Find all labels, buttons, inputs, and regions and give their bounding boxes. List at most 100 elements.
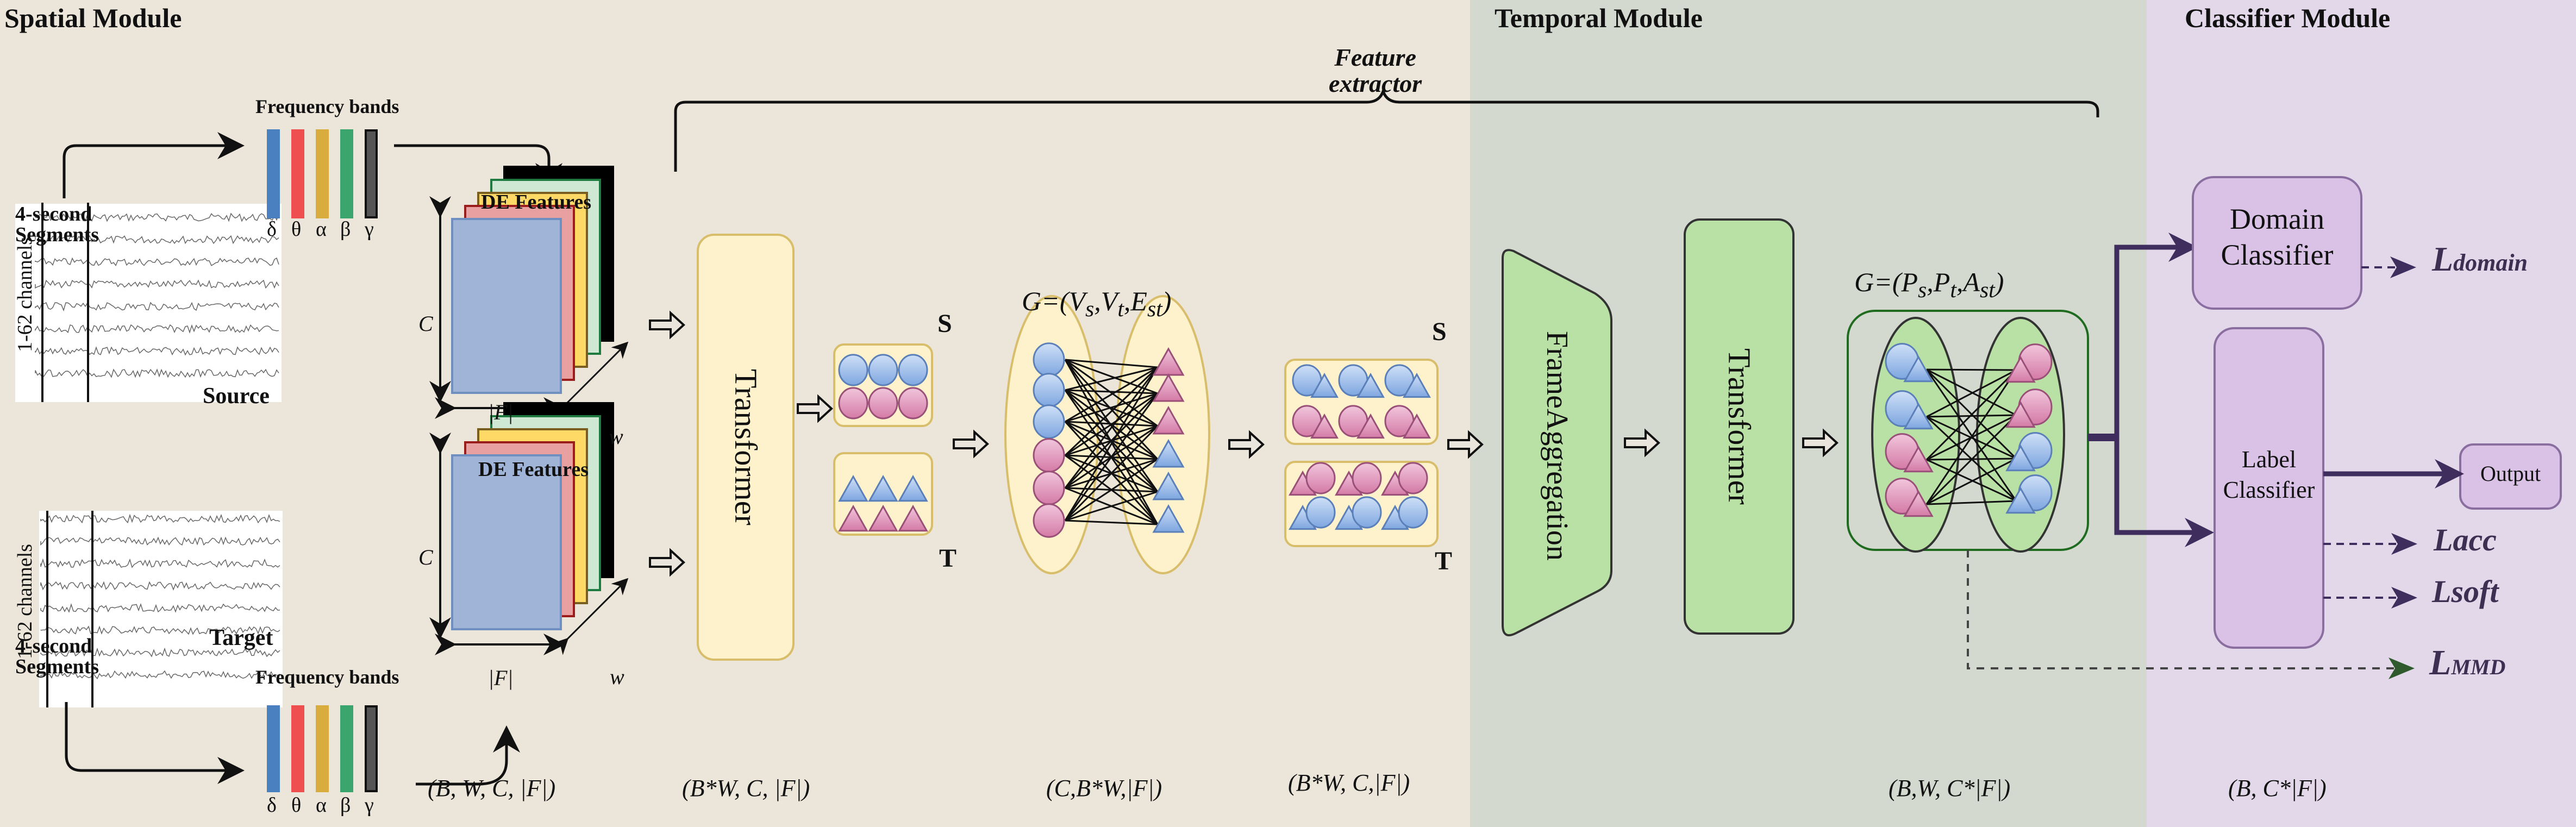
group-s-label-1: S [937,309,952,338]
frequency-bands-bottom [267,705,378,792]
blue-triangle-node [1152,438,1185,468]
frame-aggregation-block [1502,249,1612,636]
label-classifier-block [2214,327,2324,649]
source-node [868,354,898,386]
pink-triangle-node [868,504,898,532]
freq-bands-title-bottom: Frequency bands [255,666,399,688]
pink-triangle-node [1903,490,1934,517]
eeg-trace [40,625,280,635]
frequency-band-symbol: β [340,794,351,817]
frequency-band-symbol: δ [267,218,277,241]
blue-triangle-node [1310,372,1339,398]
eeg-trace [35,235,279,245]
target-node [1398,462,1428,494]
loss-mmd: LMMD [2429,643,2506,682]
source-node [1033,404,1065,439]
freq-bands-title-top: Frequency bands [255,96,399,117]
graph-edge [1064,393,1159,521]
eeg-trace [35,302,279,312]
de-axis-c-top: C [418,311,433,336]
blue-triangle-node [1903,355,1934,383]
to-domain-classifier-arrow [2114,233,2198,494]
graph-edge [1064,392,1159,489]
de-axis-c-bottom: C [418,545,433,569]
eeg-target-plot [39,511,283,707]
temporal-graph-formula: G=(Ps,Pt,Ast) [1854,267,2004,303]
tensor-shape-1: (B, W, C, |F|) [428,775,556,801]
tensor-shape-6: (B, C*|F|) [2228,775,2327,801]
eeg-trace [40,558,280,568]
eeg-trace [35,324,279,334]
blue-triangle-node [2005,444,2036,472]
frequency-band-bar [291,129,304,218]
frequency-band-symbol: γ [365,794,374,817]
graph-edge [1925,369,2017,461]
graph-edge [1926,459,2017,502]
spatial-bipartite-graph [1033,342,1185,538]
output-label: Output [2480,461,2541,486]
source-node [838,354,868,386]
graph-edge [1925,414,2017,505]
target-channels-label: 1-62 channels [14,543,37,660]
eeg-trace [40,581,280,591]
frequency-band-bar [365,705,378,792]
blue-triangle-node [1152,504,1185,533]
pink-triangle-node [1356,413,1385,439]
group-t-label-1: T [939,544,957,573]
target-node [868,387,898,419]
pink-triangle-node [1152,405,1185,435]
de-axis-f-bottom: |F| [488,666,514,690]
frequency-band-bar [340,129,353,218]
group-s-label-2: S [1432,317,1447,346]
eeg-source-plot [15,203,282,402]
eeg-trace [35,257,279,266]
blue-triangle-node [1152,471,1185,500]
graph-edge [1065,519,1158,525]
frequency-band-bar [316,705,329,792]
loss-domain: Ldomain [2432,240,2528,278]
transformer-2-label: Transformer [1722,348,1757,505]
flow-arrow-icon [649,548,685,577]
graph-edge [1926,500,2017,505]
frequency-band-symbol: θ [291,218,302,241]
pink-triangle-node [898,504,928,532]
temporal-module-title: Temporal Module [1495,3,1703,33]
temporal-bipartite-graph [1885,343,2053,517]
graph-edge [1064,367,1159,488]
graph-edge [1065,392,1158,423]
source-node [1352,496,1382,529]
source-node [1305,496,1336,529]
frequency-band-bar [340,705,353,792]
de-features-source [429,166,629,419]
feature-extractor-brace [674,87,2099,172]
source-channels-label: 1-62 channels [14,236,37,353]
de-features-title-bottom: DE Features [478,458,589,481]
target-node [1033,438,1065,473]
loss-acc: Lacc [2434,522,2497,557]
frequency-band-bar [267,129,280,218]
eeg-trace [40,536,280,546]
eeg-trace [40,513,280,524]
transformer-block-2 [1684,218,1795,635]
graph-edge [1065,491,1158,522]
target-node [1033,503,1065,538]
domain-classifier-block [2192,176,2362,310]
de-feature-layer [451,218,562,394]
loss-soft: Lsoft [2432,574,2499,609]
source-node [1033,342,1065,377]
transformer-block-1 [697,234,795,661]
blue-triangle-node [838,474,868,502]
bands-to-de-arrow [394,144,562,190]
transformer-1-label: Transformer [728,369,764,525]
target-node [1033,471,1065,505]
pink-triangle-node [2005,355,2036,383]
target-node [838,387,868,419]
blue-triangle-node [1403,372,1431,398]
frequency-band-symbol: δ [267,794,277,817]
w-axis-arrow [551,341,629,419]
